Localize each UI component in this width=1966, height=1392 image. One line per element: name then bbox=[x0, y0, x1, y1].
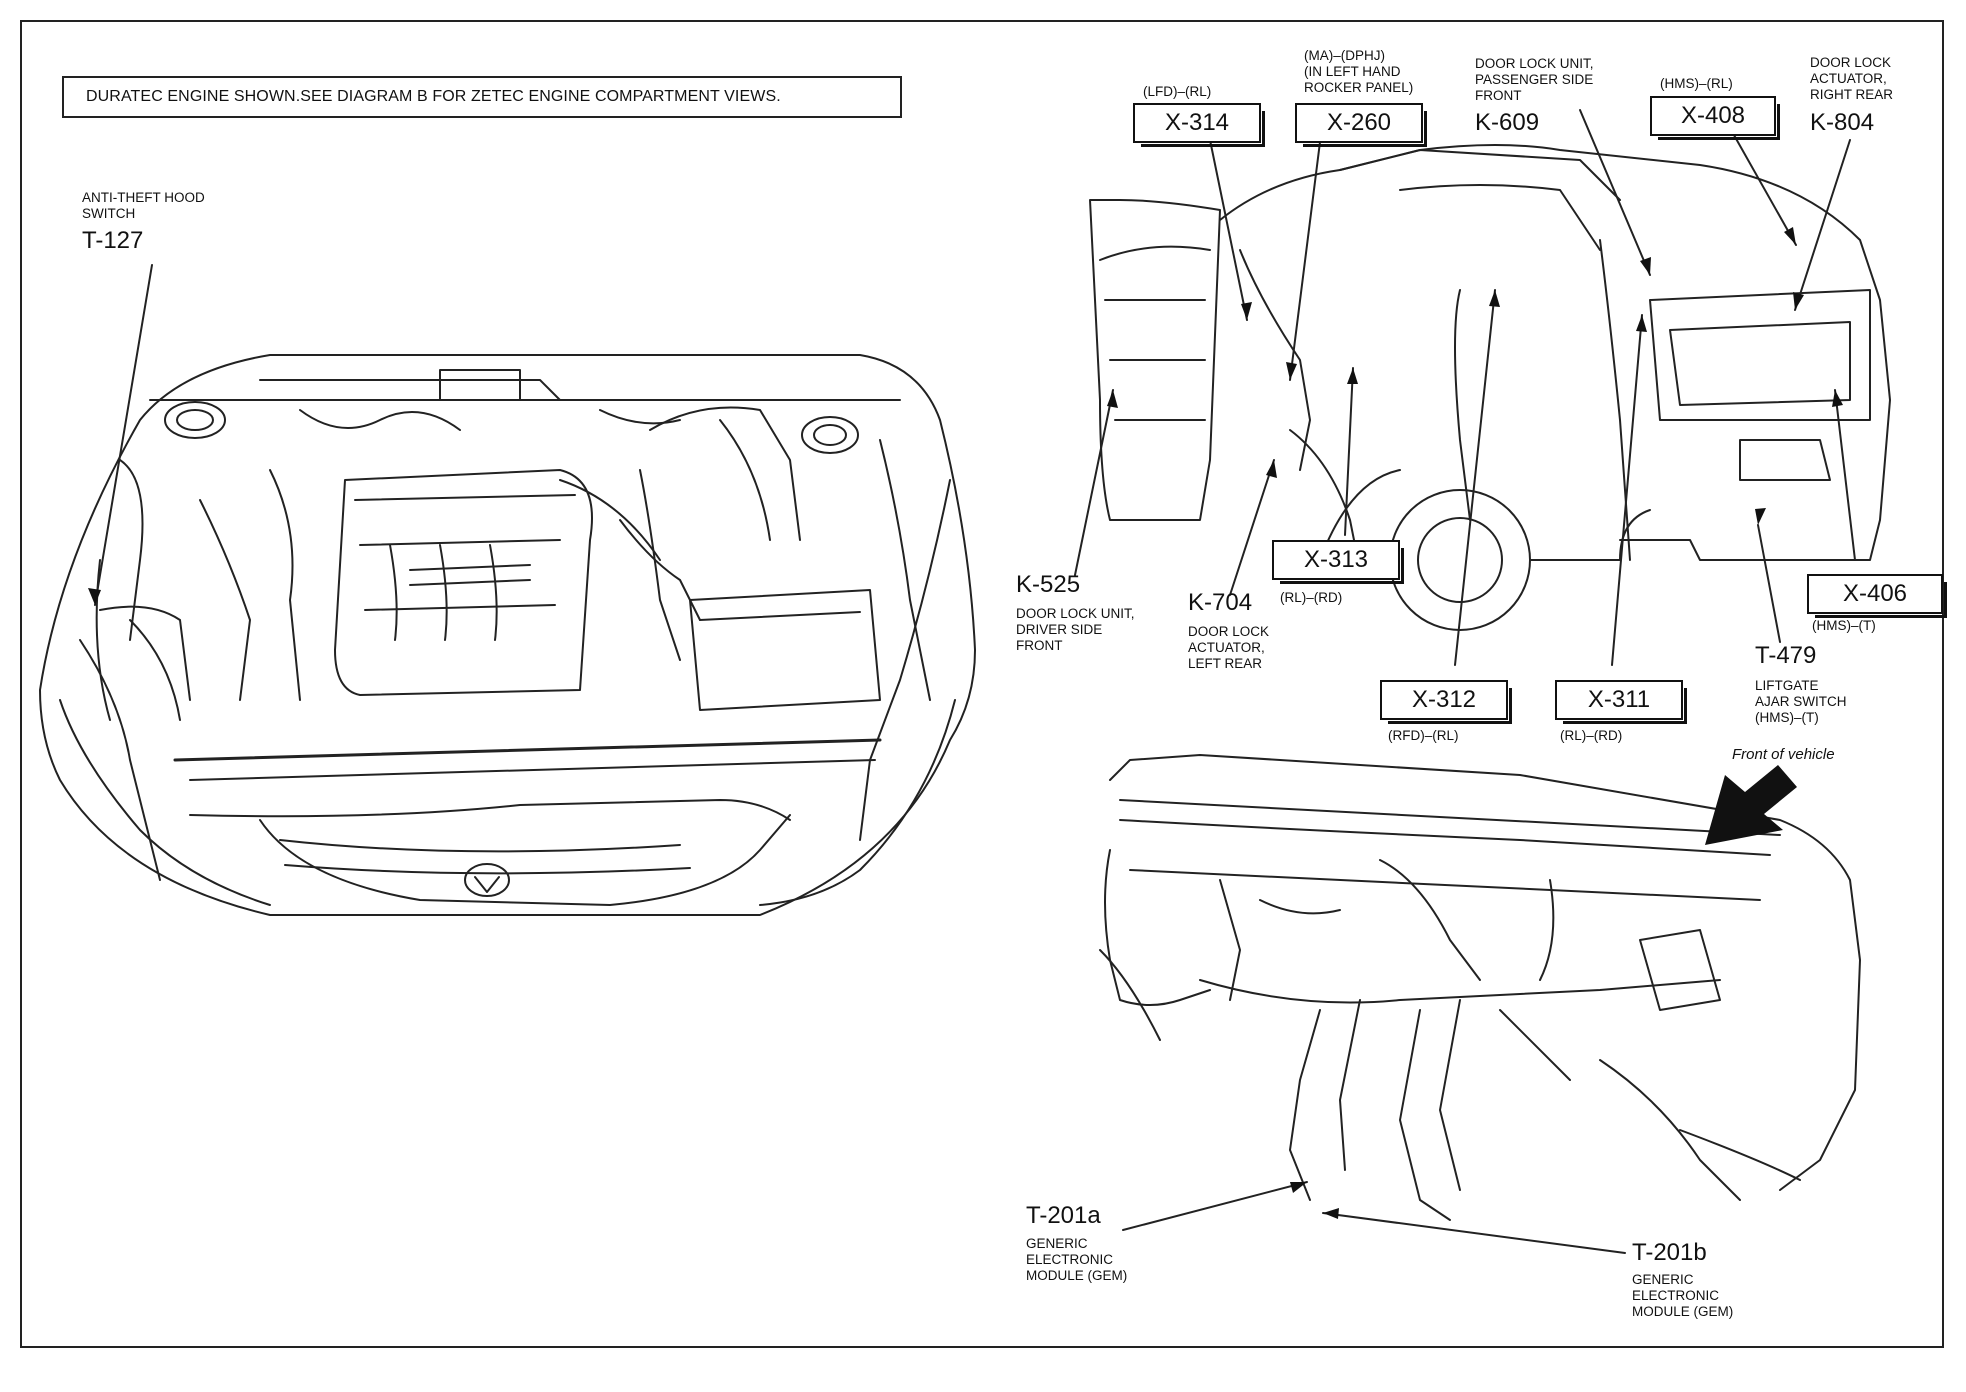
diagram-frame bbox=[20, 20, 1944, 1348]
leader-lines bbox=[94, 109, 1856, 1254]
x408-box: X-408 bbox=[1650, 96, 1780, 140]
x311-sub: (RL)–(RD) bbox=[1560, 728, 1623, 743]
t127-code: T-127 bbox=[82, 227, 144, 254]
x311-code: X-311 bbox=[1587, 686, 1651, 713]
k804-desc3: RIGHT REAR bbox=[1810, 87, 1894, 102]
x313-code: X-313 bbox=[1303, 546, 1369, 573]
x406-code: X-406 bbox=[1842, 580, 1908, 607]
t201a-desc2: ELECTRONIC bbox=[1026, 1252, 1114, 1267]
t479-code: T-479 bbox=[1755, 642, 1817, 669]
k609-code: K-609 bbox=[1475, 109, 1540, 136]
k609-desc3: FRONT bbox=[1475, 88, 1522, 103]
k804-desc1: DOOR LOCK bbox=[1810, 55, 1892, 70]
x406-sub: (HMS)–(T) bbox=[1812, 618, 1876, 633]
x314-box: X-314 bbox=[1133, 103, 1265, 147]
k525-desc2: DRIVER SIDE bbox=[1016, 622, 1103, 637]
t127-description: ANTI-THEFT HOOD SWITCH bbox=[82, 190, 205, 221]
k704-code: K-704 bbox=[1188, 589, 1253, 616]
k525-code: K-525 bbox=[1016, 571, 1081, 598]
k804-code: K-804 bbox=[1810, 109, 1875, 136]
engine-compartment-illustration bbox=[39, 354, 976, 916]
front-arrow-icon bbox=[1705, 765, 1797, 845]
x314-code: X-314 bbox=[1164, 109, 1230, 136]
dashboard-illustration bbox=[1099, 754, 1861, 1221]
k609-desc1: DOOR LOCK UNIT, bbox=[1475, 56, 1594, 71]
t479-desc1: LIFTGATE bbox=[1755, 678, 1819, 693]
x406-box: X-406 bbox=[1807, 574, 1947, 618]
note-text: DURATEC ENGINE SHOWN.SEE DIAGRAM B FOR Z… bbox=[86, 88, 781, 105]
arrowheads bbox=[88, 227, 1843, 1219]
x313-sub: (RL)–(RD) bbox=[1280, 590, 1343, 605]
x260-sub1: (MA)–(DPHJ) bbox=[1304, 48, 1385, 63]
vehicle-body-illustration bbox=[1089, 144, 1891, 631]
k525-desc3: FRONT bbox=[1016, 638, 1063, 653]
x408-sub: (HMS)–(RL) bbox=[1660, 76, 1733, 91]
t201b-code: T-201b bbox=[1632, 1239, 1707, 1266]
x260-box: X-260 bbox=[1295, 103, 1427, 147]
diagram-note: DURATEC ENGINE SHOWN.SEE DIAGRAM B FOR Z… bbox=[62, 76, 902, 118]
t201b-desc2: ELECTRONIC bbox=[1632, 1288, 1720, 1303]
x260-code: X-260 bbox=[1326, 109, 1392, 136]
k704-desc3: LEFT REAR bbox=[1188, 656, 1263, 671]
x312-box: X-312 bbox=[1380, 680, 1512, 724]
k704-desc1: DOOR LOCK bbox=[1188, 624, 1270, 639]
t201b-desc3: MODULE (GEM) bbox=[1632, 1304, 1734, 1319]
k525-desc1: DOOR LOCK UNIT, bbox=[1016, 606, 1135, 621]
x314-sub: (LFD)–(RL) bbox=[1143, 84, 1212, 99]
t201a-code: T-201a bbox=[1026, 1202, 1101, 1229]
front-of-vehicle-label: Front of vehicle bbox=[1732, 746, 1835, 763]
x313-box: X-313 bbox=[1272, 540, 1404, 584]
k804-desc2: ACTUATOR, bbox=[1810, 71, 1887, 86]
t201a-desc1: GENERIC bbox=[1026, 1236, 1088, 1251]
x260-sub2: (IN LEFT HAND bbox=[1304, 64, 1401, 79]
t479-desc3: (HMS)–(T) bbox=[1755, 710, 1819, 725]
t201a-desc3: MODULE (GEM) bbox=[1026, 1268, 1128, 1283]
k704-desc2: ACTUATOR, bbox=[1188, 640, 1265, 655]
x408-code: X-408 bbox=[1680, 102, 1746, 129]
t201b-desc1: GENERIC bbox=[1632, 1272, 1694, 1287]
x312-sub: (RFD)–(RL) bbox=[1388, 728, 1459, 743]
x260-sub3: ROCKER PANEL) bbox=[1304, 80, 1414, 95]
x312-code: X-312 bbox=[1411, 686, 1477, 713]
x311-box: X-311 bbox=[1555, 680, 1687, 724]
t479-desc2: AJAR SWITCH bbox=[1755, 694, 1847, 709]
k609-desc2: PASSENGER SIDE bbox=[1475, 72, 1594, 87]
